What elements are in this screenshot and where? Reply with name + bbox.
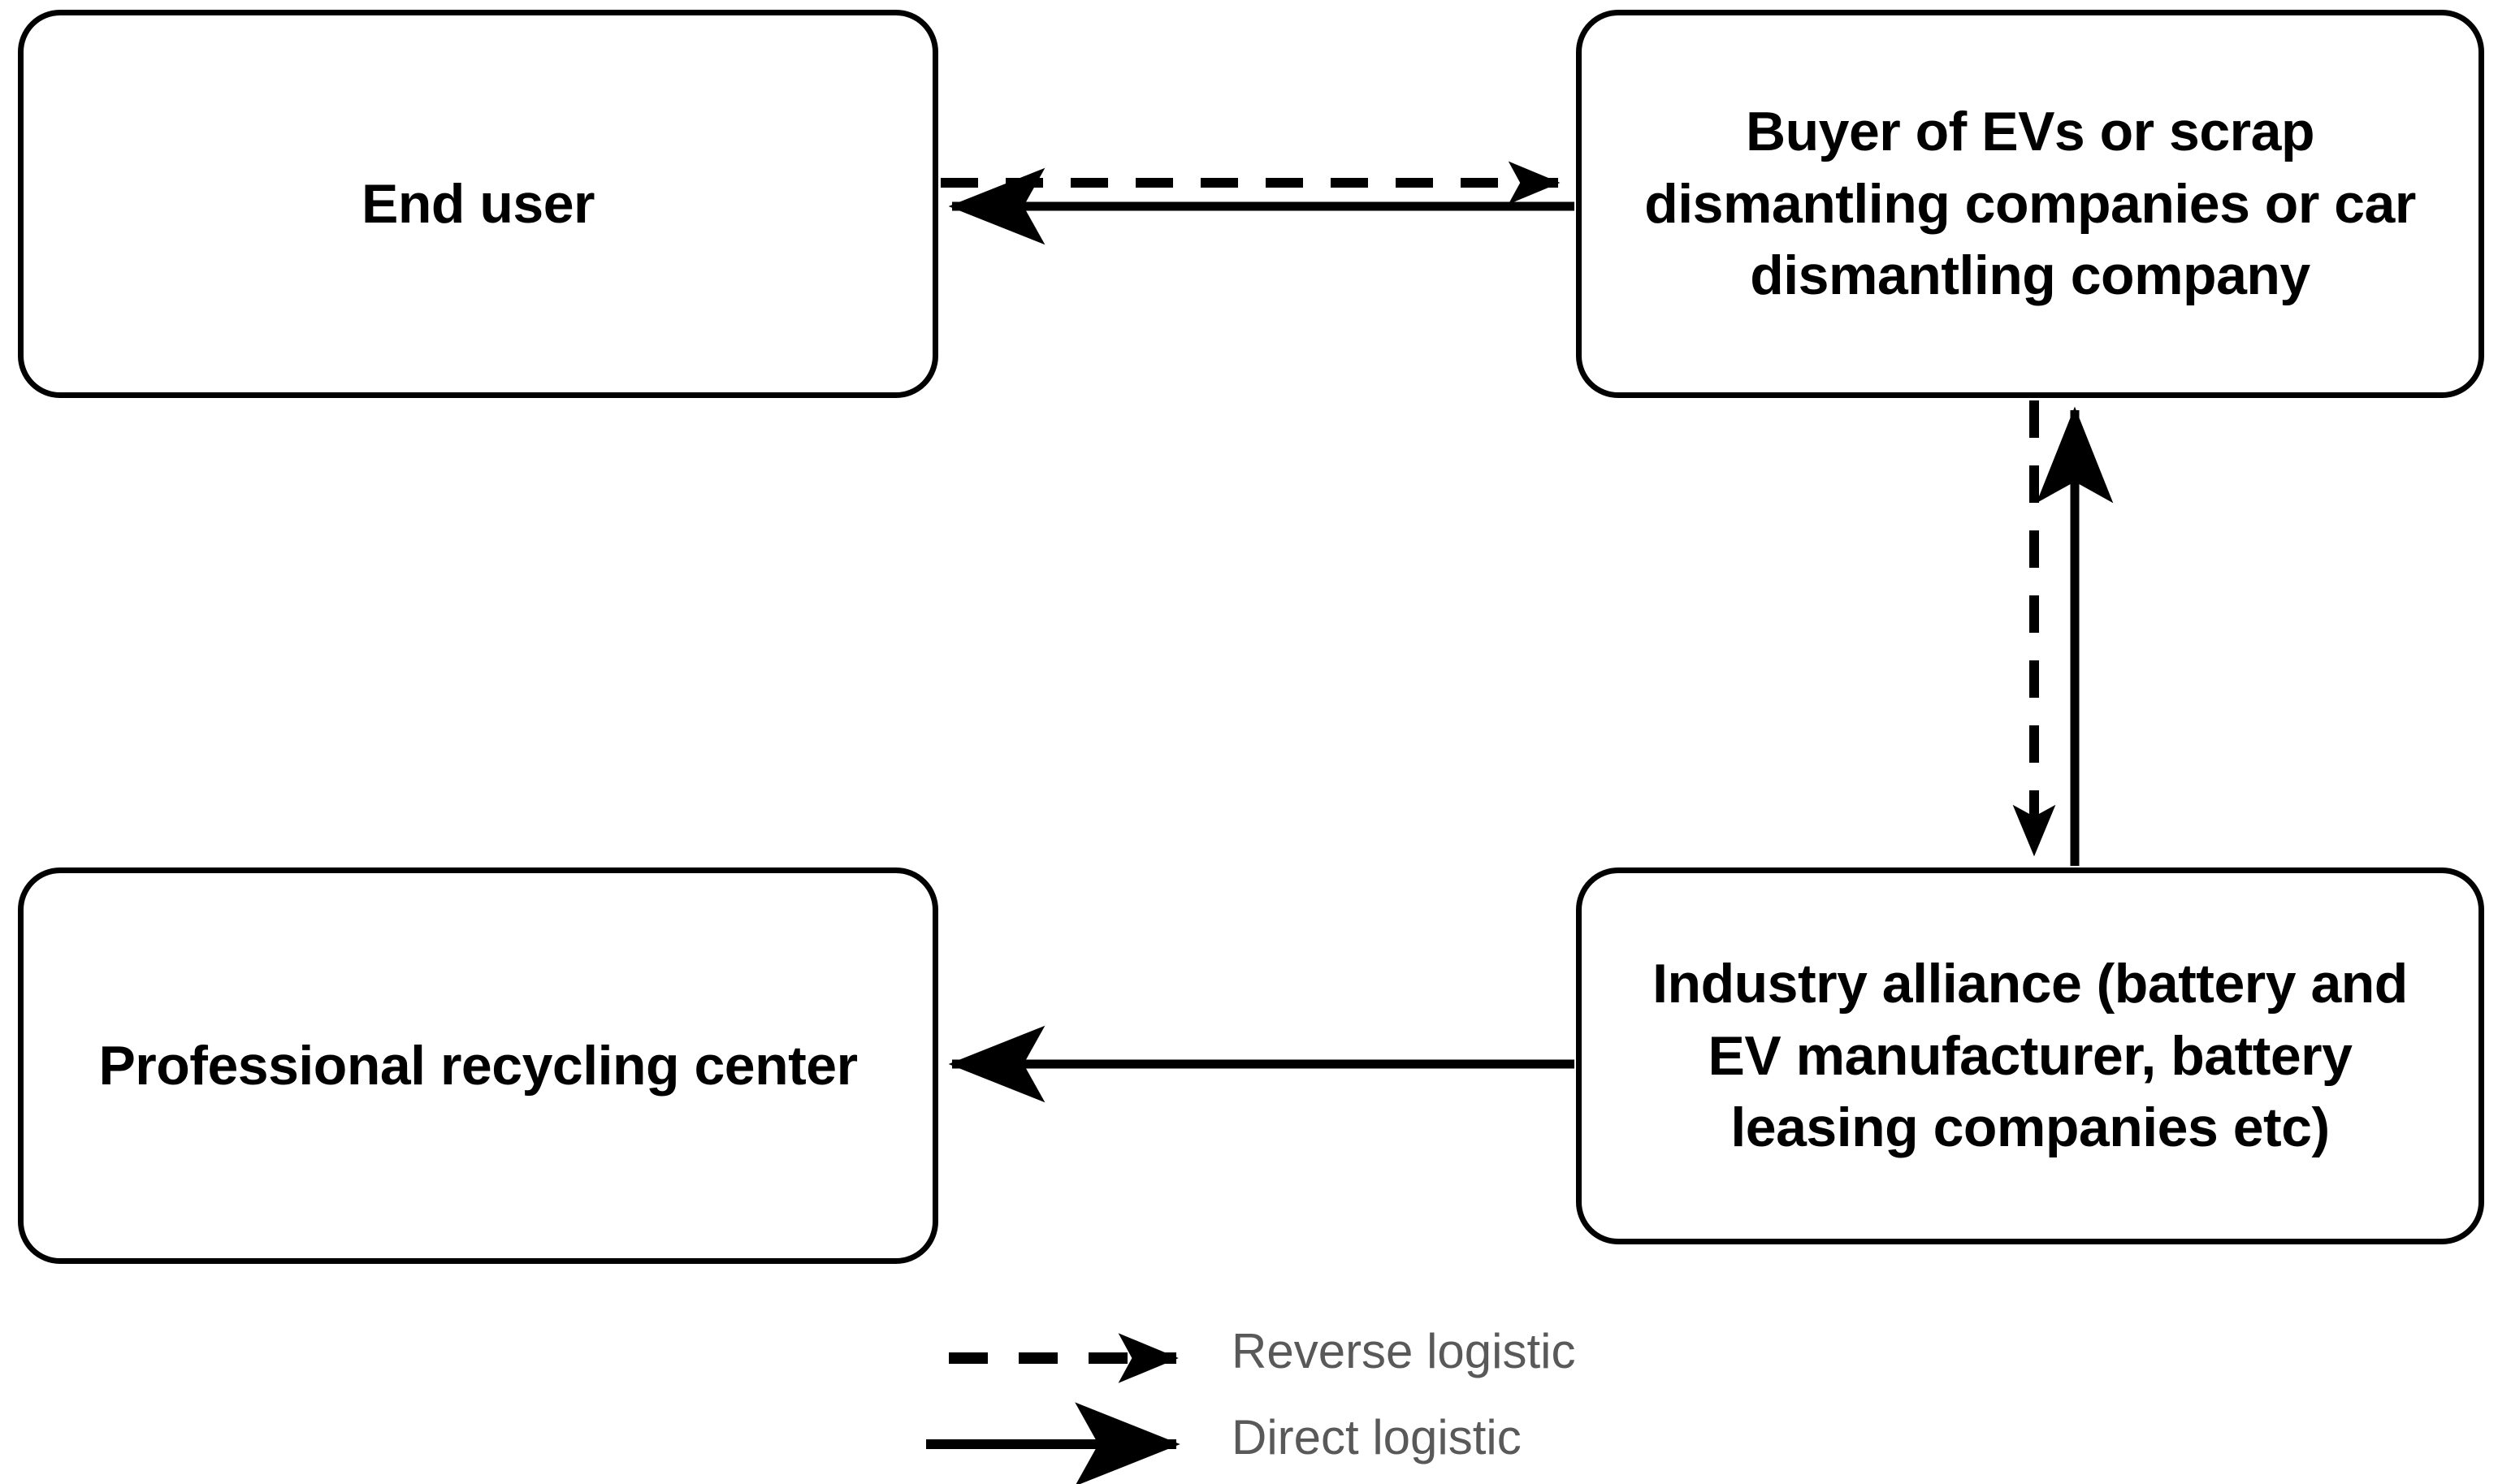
node-industry-alliance-label: Industry alliance (battery and EV manufa…	[1652, 953, 2408, 1159]
node-buyer-of-evs-label: Buyer of EVs or scrap dismantling compan…	[1644, 101, 2416, 307]
node-buyer-of-evs[interactable]: Buyer of EVs or scrap dismantling compan…	[1576, 10, 2484, 398]
node-end-user-label: End user	[361, 172, 595, 235]
legend-item-direct-logistic-label: Direct logistic	[1232, 1410, 1522, 1465]
node-professional-recycling-center-label: Professional recycling center	[98, 1034, 858, 1097]
legend-item-reverse-logistic-label: Reverse logistic	[1232, 1324, 1576, 1378]
node-professional-recycling-center[interactable]: Professional recycling center	[18, 867, 938, 1264]
node-industry-alliance[interactable]: Industry alliance (battery and EV manufa…	[1576, 867, 2484, 1244]
node-end-user[interactable]: End user	[18, 10, 938, 398]
